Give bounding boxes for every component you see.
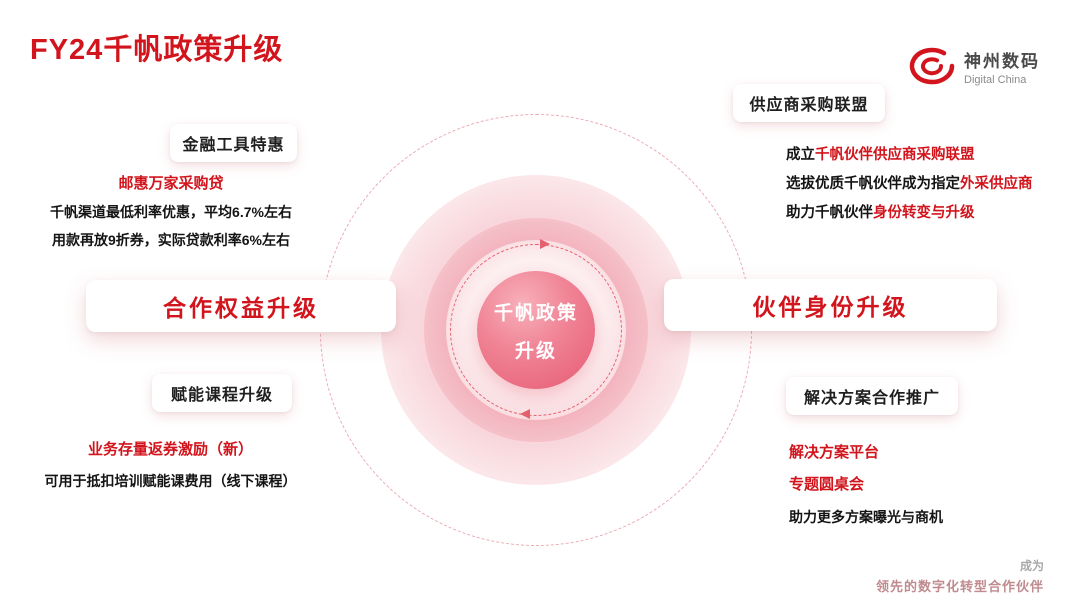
course-detail-block: 业务存量返券激励（新） 可用于抵扣培训赋能课费用（线下课程） [28, 438, 313, 495]
finance-line1: 千帆渠道最低利率优惠，平均6.7%左右 [50, 204, 292, 220]
finance-detail-block: 邮惠万家采购贷 千帆渠道最低利率优惠，平均6.7%左右 用款再放9折券，实际贷款… [36, 172, 306, 254]
footer-line1: 成为 [1019, 559, 1044, 573]
solution-line1: 助力更多方案曝光与商机 [789, 509, 943, 525]
alliance-line-1: 成立千帆伙伴供应商采购联盟 [786, 141, 1033, 170]
right-branch-title-card: 伙伴身份升级 [664, 279, 997, 331]
left-branch-title-card: 合作权益升级 [86, 280, 396, 332]
center-ball: 千帆政策 升级 [477, 271, 595, 389]
logo-text: 神州数码 Digital China [964, 47, 1040, 86]
rotation-arrow-top-icon [540, 239, 550, 249]
course-upgrade-card: 赋能课程升级 [152, 374, 292, 412]
logo-swirl-icon [909, 47, 955, 85]
digital-china-logo: 神州数码 Digital China [908, 46, 1040, 86]
alliance-line-3-highlight: 身份转变与升级 [873, 205, 975, 221]
solution-promo-card: 解决方案合作推广 [786, 377, 958, 415]
footer-line2: 领先的数字化转型合作伙伴 [875, 579, 1044, 594]
finance-offer-card: 金融工具特惠 [170, 124, 297, 162]
center-ball-line2: 升级 [514, 340, 557, 362]
supplier-alliance-card: 供应商采购联盟 [733, 84, 885, 122]
rotation-dashed-ring [450, 244, 622, 416]
rotation-arrow-bottom-icon [520, 409, 530, 419]
page-title: FY24千帆政策升级 [30, 34, 284, 66]
alliance-line-2-highlight: 外采供应商 [960, 176, 1033, 192]
alliance-detail-block: 成立千帆伙伴供应商采购联盟 选拔优质千帆伙伴成为指定外采供应商 助力千帆伙伴身份… [786, 141, 1033, 228]
logo-subtitle: Digital China [964, 73, 1027, 86]
solution-headline1: 解决方案平台 [789, 444, 880, 461]
finance-line2: 用款再放9折券，实际贷款利率6%左右 [51, 232, 291, 248]
center-ball-line1: 千帆政策 [493, 302, 578, 324]
alliance-line-2: 选拔优质千帆伙伴成为指定外采供应商 [786, 170, 1033, 199]
solution-headline2: 专题圆桌会 [789, 476, 865, 493]
alliance-line-1-highlight: 千帆伙伴供应商采购联盟 [815, 147, 975, 163]
footer-tagline: 成为 领先的数字化转型合作伙伴 [876, 557, 1044, 595]
course-line1: 可用于抵扣培训赋能课费用（线下课程） [44, 473, 297, 489]
alliance-line-3: 助力千帆伙伴身份转变与升级 [786, 199, 1033, 228]
logo-name: 神州数码 [964, 51, 1040, 71]
finance-headline: 邮惠万家采购贷 [118, 175, 224, 192]
alliance-line-3-prefix: 助力千帆伙伴 [786, 205, 873, 221]
alliance-line-2-prefix: 选拔优质千帆伙伴成为指定 [786, 176, 960, 192]
course-headline: 业务存量返券激励（新） [87, 441, 253, 458]
alliance-line-1-prefix: 成立 [786, 147, 815, 163]
solution-detail-block: 解决方案平台 专题圆桌会 助力更多方案曝光与商机 [789, 437, 943, 533]
